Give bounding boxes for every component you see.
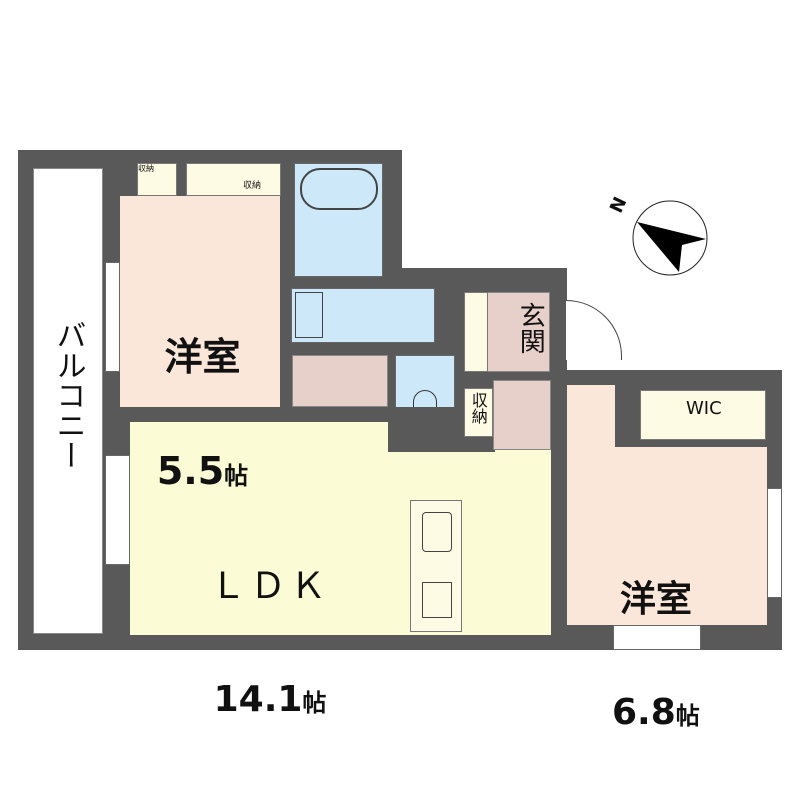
western-room-2 <box>567 447 767 625</box>
storage <box>464 388 493 437</box>
western-room-1 <box>120 196 280 407</box>
bathtub-icon <box>300 168 378 210</box>
room-size: 14.1 <box>213 678 303 720</box>
window <box>105 455 130 565</box>
closet <box>137 163 177 196</box>
room-label: ＬＤＫ 14.1帖 <box>210 492 330 794</box>
closet-label: 収納 <box>243 181 262 191</box>
north-arrow-icon <box>632 200 708 276</box>
room-name: 洋室 <box>619 578 692 620</box>
room-label: 洋室 6.8帖 <box>612 505 700 800</box>
shoe-cabinet <box>464 292 488 372</box>
wic-label: WIC <box>686 398 722 419</box>
hallway <box>292 355 388 407</box>
room-unit: 帖 <box>224 462 249 490</box>
window <box>105 262 120 372</box>
entrance-door[interactable] <box>566 300 622 360</box>
storage-label: 収納 <box>468 392 488 424</box>
room-unit: 帖 <box>675 701 700 730</box>
room-name: 洋室 <box>164 335 241 379</box>
western-room-2 <box>567 385 615 455</box>
closet-label: 収納 <box>138 164 154 173</box>
room-size: 5.5 <box>156 449 225 493</box>
washroom <box>291 288 435 343</box>
balcony <box>33 168 103 634</box>
entrance-label: 玄関 <box>515 302 546 354</box>
room-label: 洋室 5.5帖 <box>140 262 265 566</box>
kitchen-sink-icon <box>422 512 452 552</box>
room-name: ＬＤＫ <box>210 565 331 607</box>
room-size: 6.8 <box>612 691 676 733</box>
balcony-label: バルコニー <box>50 320 86 470</box>
closet <box>186 163 281 196</box>
ldk-room <box>130 422 551 635</box>
stove-icon <box>422 582 452 618</box>
kitchen-counter <box>410 500 462 632</box>
room-unit: 帖 <box>302 688 327 717</box>
sink-icon <box>295 292 323 338</box>
hall <box>493 380 551 450</box>
window <box>613 625 701 650</box>
window <box>767 488 782 598</box>
walk-in-closet <box>640 390 766 440</box>
